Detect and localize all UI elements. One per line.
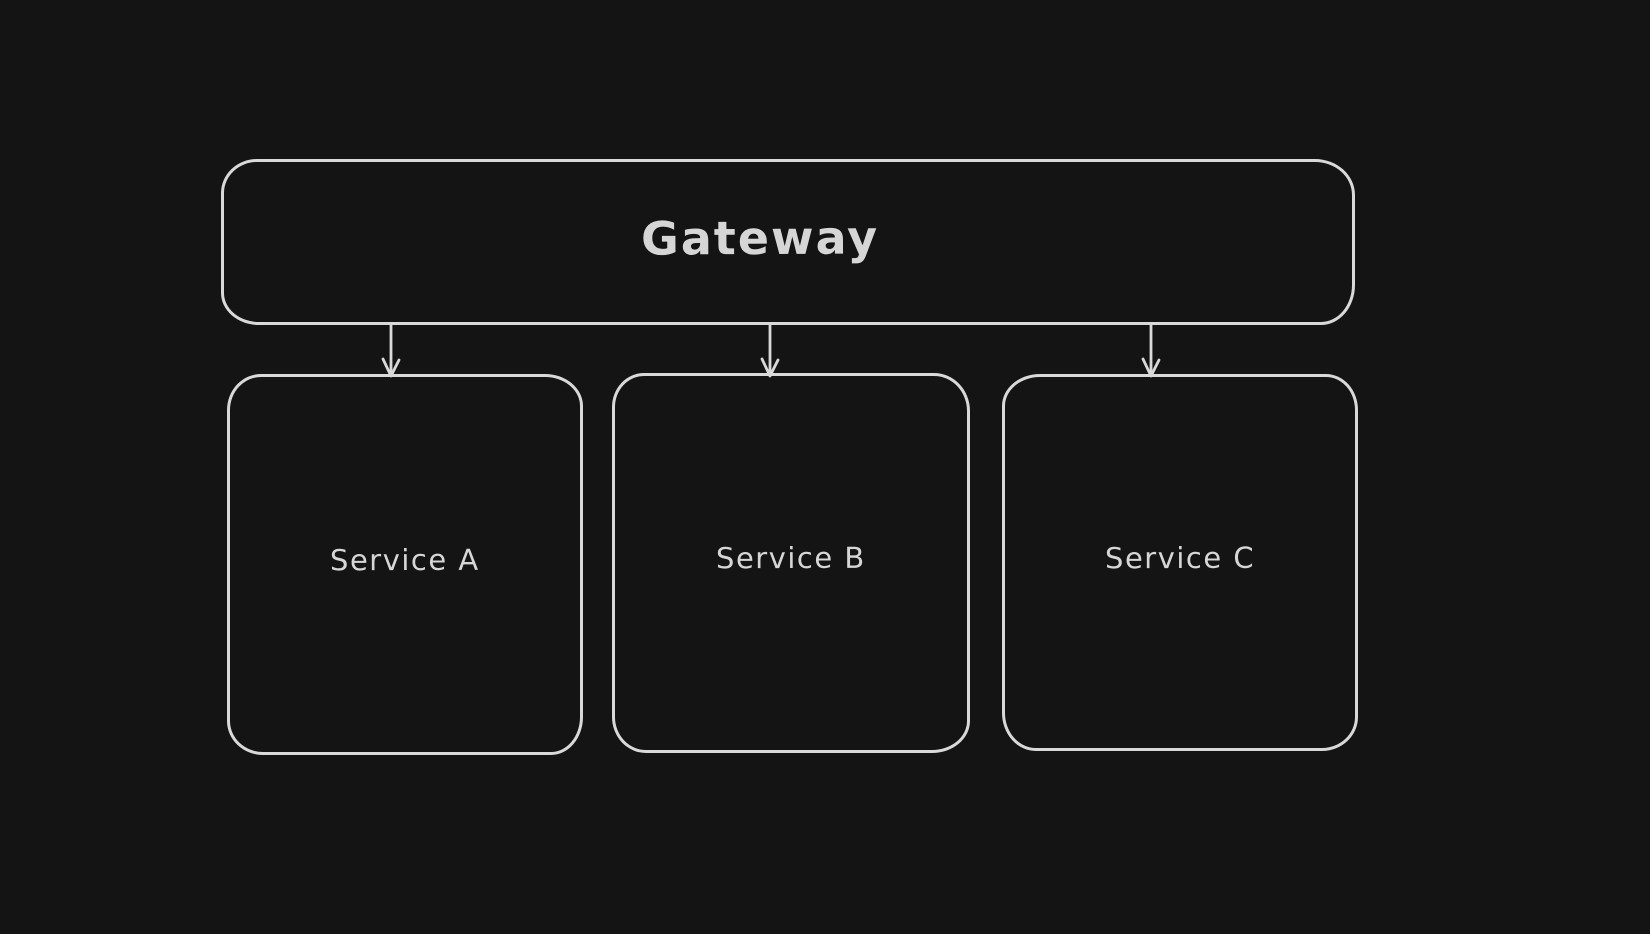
- edge-gateway-to-service-b[interactable]: [757, 323, 783, 379]
- node-service-c-label: Service C: [1104, 540, 1256, 575]
- arrow-down-icon: [381, 323, 401, 378]
- node-gateway[interactable]: Gateway: [221, 159, 1355, 325]
- node-service-c[interactable]: Service C: [1002, 374, 1358, 751]
- edge-gateway-to-service-c[interactable]: [1138, 323, 1164, 379]
- node-service-b[interactable]: Service B: [612, 373, 970, 753]
- node-service-b-label: Service B: [716, 540, 866, 576]
- edge-gateway-to-service-a[interactable]: [378, 323, 404, 379]
- node-service-a[interactable]: Service A: [227, 374, 583, 755]
- node-service-a-label: Service A: [330, 542, 480, 577]
- node-gateway-label: Gateway: [640, 210, 880, 266]
- arrow-down-icon: [1141, 323, 1161, 378]
- arrow-down-icon: [760, 323, 780, 378]
